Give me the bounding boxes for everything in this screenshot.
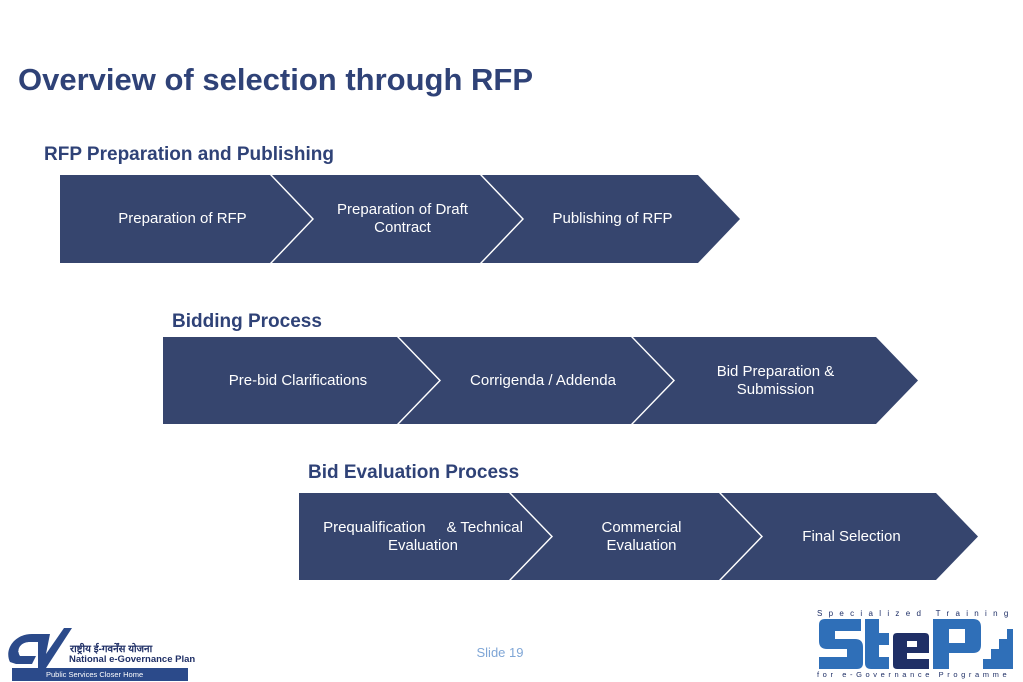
step-shape xyxy=(272,175,522,263)
step-shape xyxy=(299,493,551,580)
step-logo: Specialized Training for e-Governance Pr… xyxy=(815,605,1015,682)
egov-name-text: National e-Governance Plan xyxy=(69,654,196,665)
step-shape xyxy=(163,337,439,424)
section-heading-bid-evaluation: Bid Evaluation Process xyxy=(308,462,520,483)
step-shape xyxy=(482,175,740,263)
step-label: Corrigenda / Addenda xyxy=(470,371,616,389)
process-flow-bid-evaluation: Prequalification & Technical Evaluation … xyxy=(299,493,980,580)
chevron-flow-graphic xyxy=(299,493,978,580)
step-shape xyxy=(511,493,761,580)
step-label: Preparation of Draft Contract xyxy=(337,201,468,236)
step-bottom-text: for e-Governance Programme xyxy=(817,670,1011,679)
step-label: Preparation of RFP xyxy=(118,210,247,227)
step-label: Prequalification & Technical Evaluation xyxy=(323,518,528,554)
step-shape xyxy=(399,337,673,424)
step-label: Commercial Evaluation xyxy=(601,518,682,554)
step-label: Bid Preparation & Submission xyxy=(716,362,835,398)
chevron-flow-graphic xyxy=(60,175,740,263)
slide-number: Slide 19 xyxy=(476,645,524,660)
step-shape xyxy=(721,493,978,580)
section-heading-bidding: Bidding Process xyxy=(172,311,322,332)
step-label: Publishing of RFP xyxy=(552,210,673,227)
step-logo-icon xyxy=(819,619,1013,669)
egov-logo: राष्ट्रीय ई-गवर्नेंस योजना National e-Go… xyxy=(0,622,195,682)
step-label: Pre-bid Clarifications xyxy=(228,371,368,389)
egov-logo-icon xyxy=(8,628,72,668)
step-label: Final Selection xyxy=(802,527,901,545)
step-shape xyxy=(633,337,918,424)
step-top-text: Specialized Training xyxy=(817,609,1013,618)
process-flow-bidding: Pre-bid Clarifications Corrigenda / Adde… xyxy=(163,337,920,424)
chevron-flow-graphic xyxy=(163,337,918,424)
section-heading-rfp-preparation: RFP Preparation and Publishing xyxy=(44,144,334,165)
process-flow-rfp-preparation: Preparation of RFP Preparation of Draft … xyxy=(60,175,742,263)
page-title: Overview of selection through RFP xyxy=(18,62,534,97)
egov-tagline: Public Services Closer Home xyxy=(12,668,188,681)
egov-hindi-text: राष्ट्रीय ई-गवर्नेंस योजना xyxy=(70,644,153,655)
step-shape xyxy=(60,175,312,263)
